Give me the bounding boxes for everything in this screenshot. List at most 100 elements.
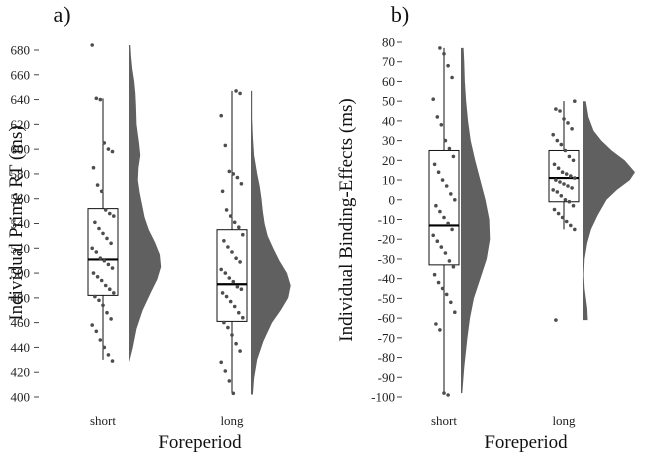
data-point <box>238 349 242 353</box>
data-point <box>220 291 225 295</box>
y-tick-label: -90 <box>378 370 395 385</box>
data-point <box>97 298 101 303</box>
data-point <box>451 265 456 269</box>
data-point <box>223 143 228 148</box>
data-point <box>562 117 566 121</box>
data-point <box>446 393 450 397</box>
y-tick-label: -40 <box>378 271 395 286</box>
data-point <box>555 190 560 194</box>
data-point <box>94 250 99 254</box>
data-point <box>95 275 100 279</box>
data-point <box>453 310 457 315</box>
data-point <box>109 241 113 246</box>
data-point <box>556 166 561 170</box>
data-point <box>431 97 436 101</box>
data-point <box>93 220 97 225</box>
y-tick-label: 580 <box>11 166 31 181</box>
data-point <box>235 175 240 180</box>
y-tick-label: 50 <box>382 94 395 109</box>
data-point <box>241 315 245 320</box>
data-point <box>564 172 569 176</box>
data-point <box>93 294 97 299</box>
data-point <box>226 325 230 330</box>
data-point <box>106 262 111 267</box>
data-point <box>434 322 438 326</box>
data-point <box>436 280 441 285</box>
data-point <box>560 170 565 174</box>
data-point <box>559 142 564 147</box>
data-point <box>237 225 241 229</box>
data-point <box>110 266 115 270</box>
data-point <box>227 276 232 280</box>
y-tick-label: 600 <box>11 142 31 157</box>
data-point <box>219 113 223 118</box>
y-tick-label: 40 <box>382 113 395 128</box>
data-point <box>449 192 453 196</box>
data-point <box>94 96 99 101</box>
data-point <box>231 279 236 284</box>
y-tick-label: 10 <box>382 173 395 188</box>
data-point <box>443 138 448 143</box>
data-point <box>102 345 107 350</box>
data-point <box>554 107 558 111</box>
data-point <box>234 341 238 346</box>
data-point <box>223 369 228 373</box>
data-point <box>238 91 242 96</box>
data-point <box>444 184 449 188</box>
data-point <box>560 215 565 220</box>
data-point <box>440 178 445 182</box>
data-point <box>431 233 436 238</box>
data-point <box>227 379 232 383</box>
y-tick-label: -20 <box>378 232 395 247</box>
violin-long <box>251 90 291 395</box>
data-point <box>230 333 234 337</box>
data-point <box>112 214 116 218</box>
x-tick-label-long: long <box>552 413 576 428</box>
data-point <box>97 226 101 231</box>
data-point <box>101 303 105 308</box>
data-point <box>91 271 96 275</box>
data-point <box>566 184 570 188</box>
data-point <box>554 318 558 322</box>
data-point <box>91 165 96 170</box>
data-point <box>571 158 576 163</box>
data-point <box>569 174 573 178</box>
data-point <box>232 220 237 225</box>
data-point <box>566 121 570 125</box>
box-short <box>87 208 119 296</box>
x-tick-label-short: short <box>90 413 116 428</box>
data-point <box>108 211 112 216</box>
data-point <box>224 208 229 212</box>
data-point <box>98 256 103 261</box>
data-point <box>438 209 442 214</box>
data-point <box>219 267 223 272</box>
data-point <box>551 132 555 137</box>
data-point <box>94 329 99 334</box>
data-point <box>241 232 245 237</box>
data-point <box>228 299 233 304</box>
data-point <box>450 227 454 232</box>
data-point <box>438 328 442 332</box>
y-tick-label: 500 <box>11 266 31 281</box>
panel-b: b)-100-90-80-70-60-50-40-30-20-100102030… <box>336 2 635 453</box>
data-point <box>555 138 560 143</box>
data-point <box>223 271 228 275</box>
y-tick-label: -30 <box>378 251 395 266</box>
data-point <box>570 127 574 131</box>
data-point <box>552 207 557 212</box>
data-point <box>231 172 236 176</box>
y-tick-label: -10 <box>378 212 395 227</box>
box-long <box>216 229 248 322</box>
data-point <box>95 183 100 187</box>
data-point <box>220 189 225 194</box>
data-point <box>90 246 94 251</box>
data-point <box>442 391 446 395</box>
panel-a: a)40042044046048050052054056058060062064… <box>6 2 291 453</box>
y-tick-label: 460 <box>11 315 31 330</box>
data-point <box>99 278 104 283</box>
y-tick-label: 70 <box>382 54 395 69</box>
data-point <box>110 149 115 154</box>
data-point <box>222 239 226 243</box>
data-point <box>451 154 456 159</box>
